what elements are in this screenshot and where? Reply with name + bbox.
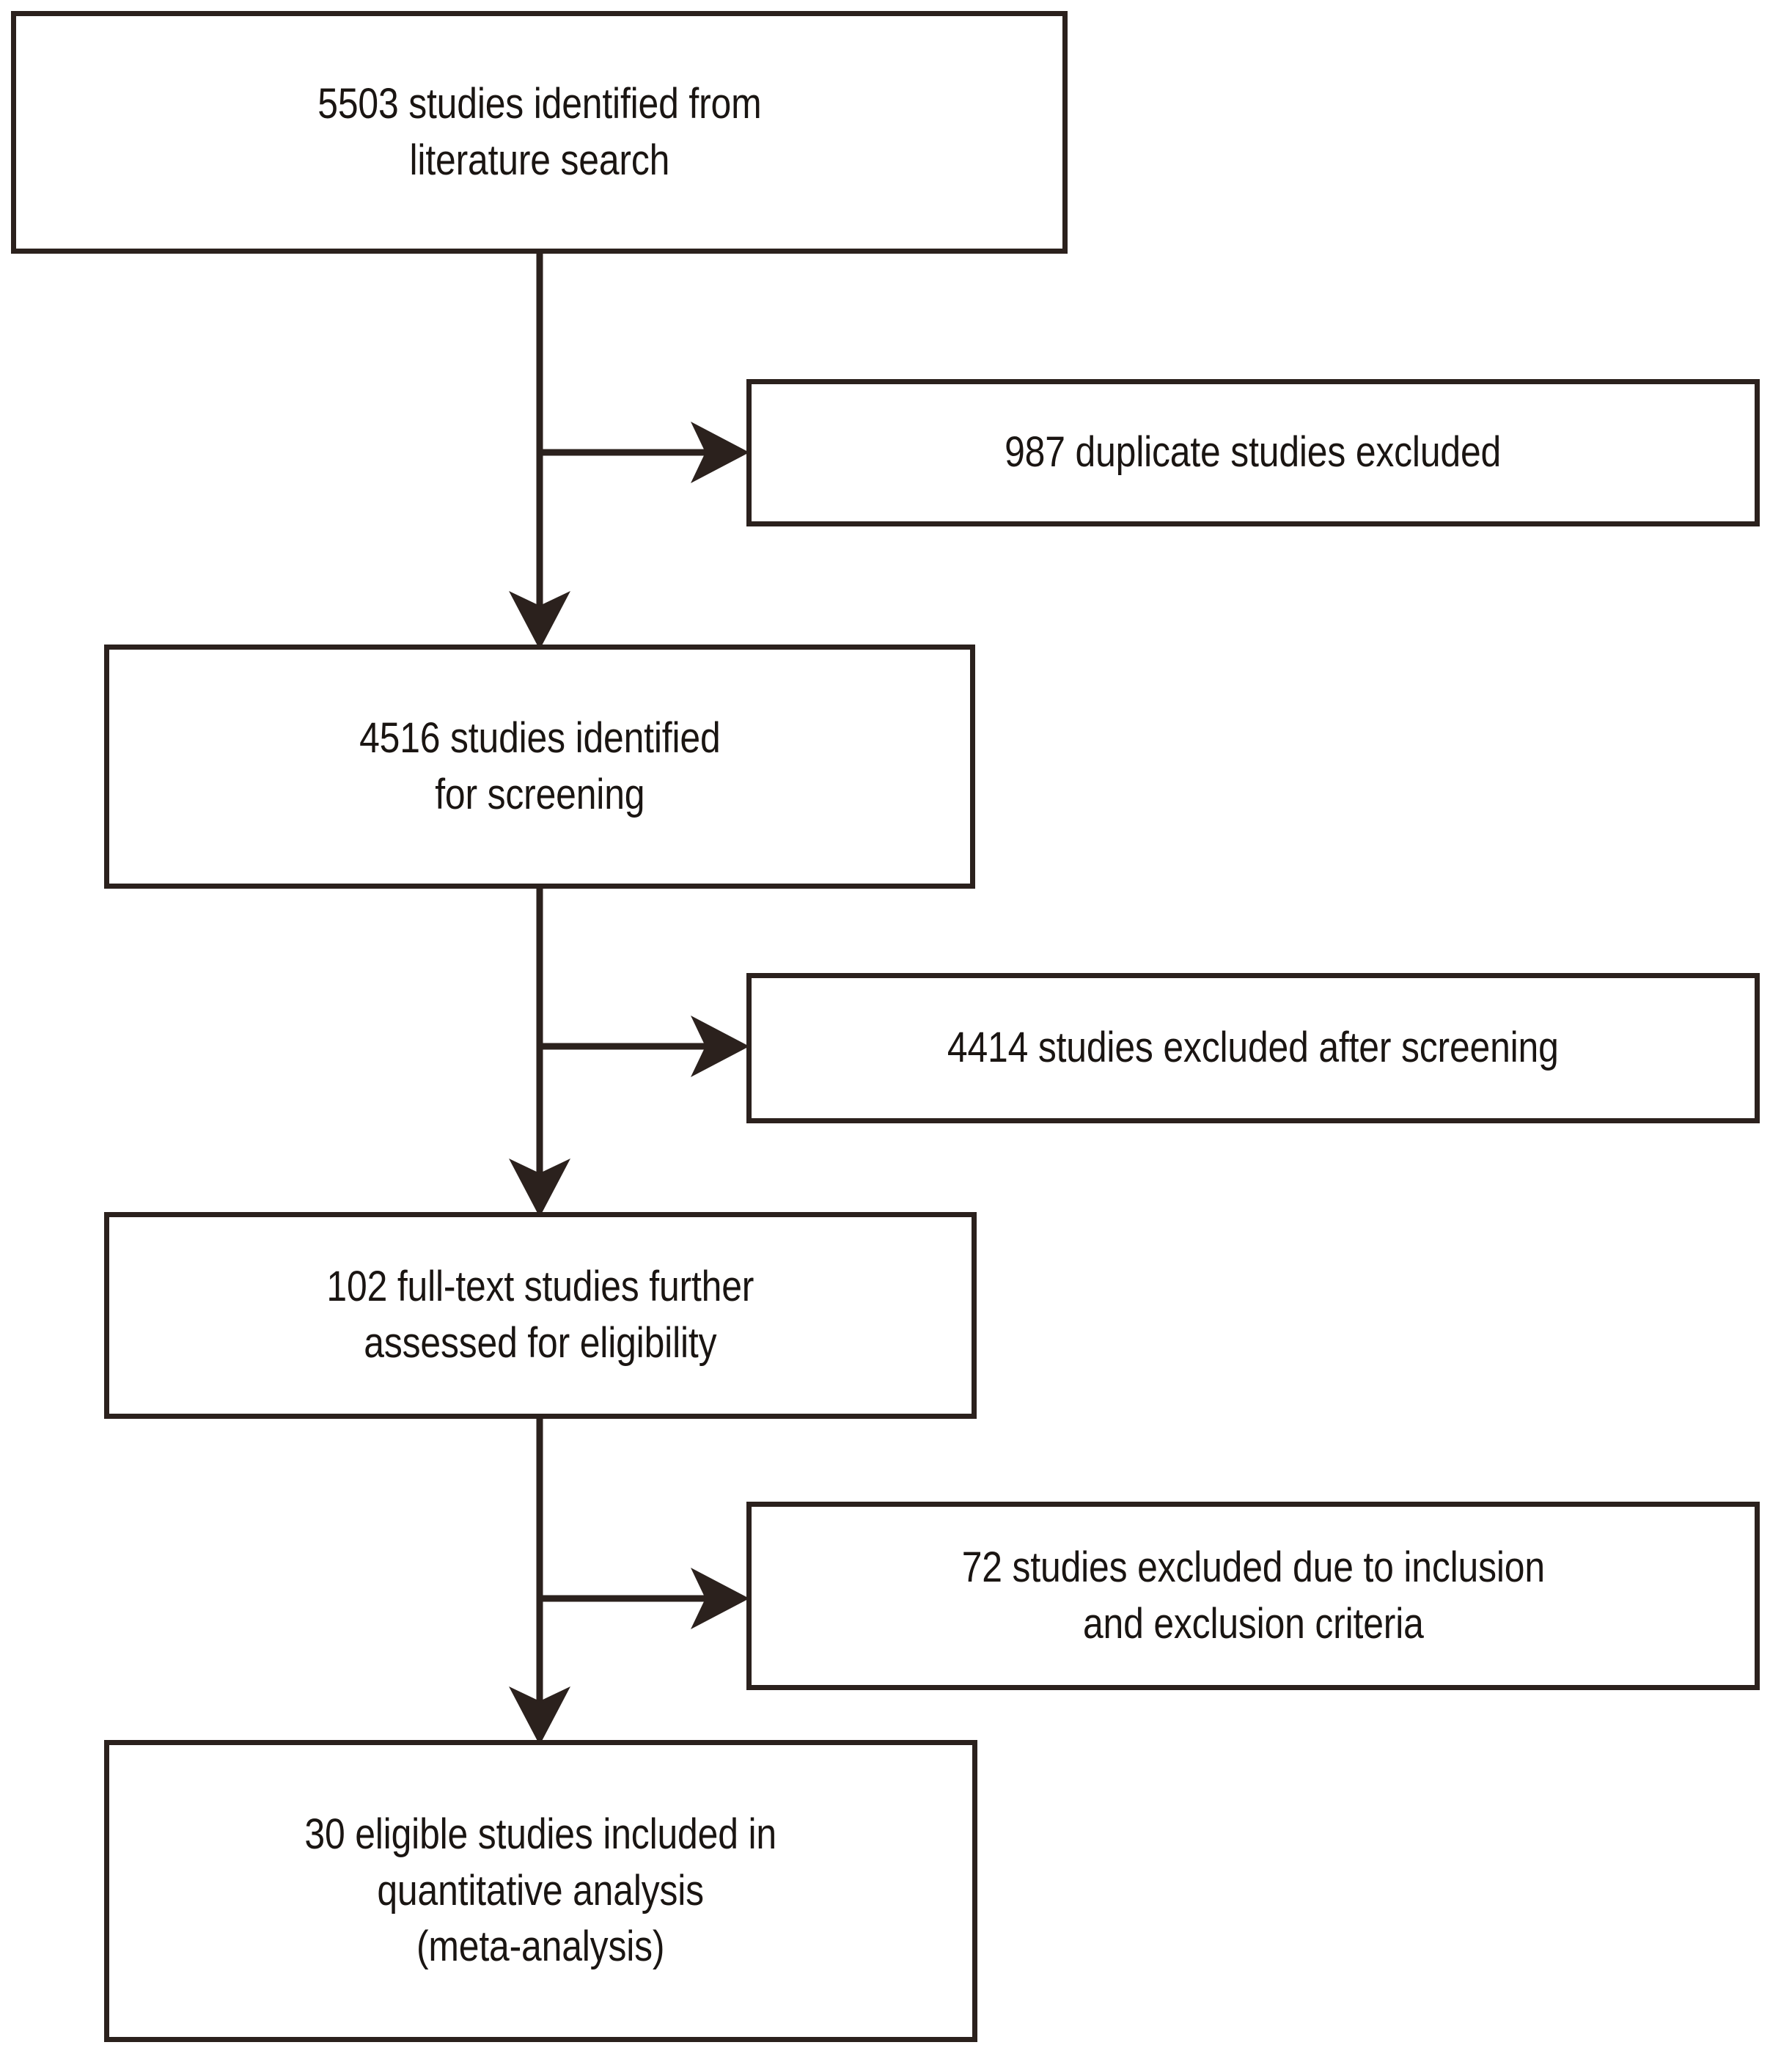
box-fulltext-eligibility: 102 full-text studies further assessed f… <box>104 1212 977 1419</box>
box-studies-identified: 5503 studies identified from literature … <box>11 11 1068 254</box>
connector-screening-to-eligibility <box>509 889 570 1217</box>
box-included-meta-analysis-label: 30 eligible studies included in quantita… <box>304 1810 777 1971</box>
box-excluded-after-screening-label: 4414 studies excluded after screening <box>947 1024 1559 1072</box>
box-studies-screening: 4516 studies identified for screening <box>104 645 975 889</box>
connector-to-excluded-criteria <box>540 1568 749 1629</box>
box-excluded-criteria: 72 studies excluded due to inclusion and… <box>746 1502 1760 1690</box>
box-included-meta-analysis: 30 eligible studies included in quantita… <box>104 1740 977 2042</box>
connector-to-excluded-screening <box>540 1016 749 1077</box>
box-duplicates-excluded: 987 duplicate studies excluded <box>746 379 1760 526</box>
box-fulltext-eligibility-label: 102 full-text studies further assessed f… <box>326 1263 754 1367</box>
box-studies-screening-label: 4516 studies identified for screening <box>359 713 721 818</box>
connector-identified-to-screening <box>509 254 570 650</box>
connector-eligibility-to-included <box>509 1419 570 1745</box>
box-duplicates-excluded-label: 987 duplicate studies excluded <box>1005 428 1502 477</box>
box-excluded-criteria-label: 72 studies excluded due to inclusion and… <box>961 1543 1545 1648</box>
box-excluded-after-screening: 4414 studies excluded after screening <box>746 973 1760 1123</box>
connector-to-duplicates <box>540 422 749 483</box>
box-studies-identified-label: 5503 studies identified from literature … <box>317 79 762 184</box>
